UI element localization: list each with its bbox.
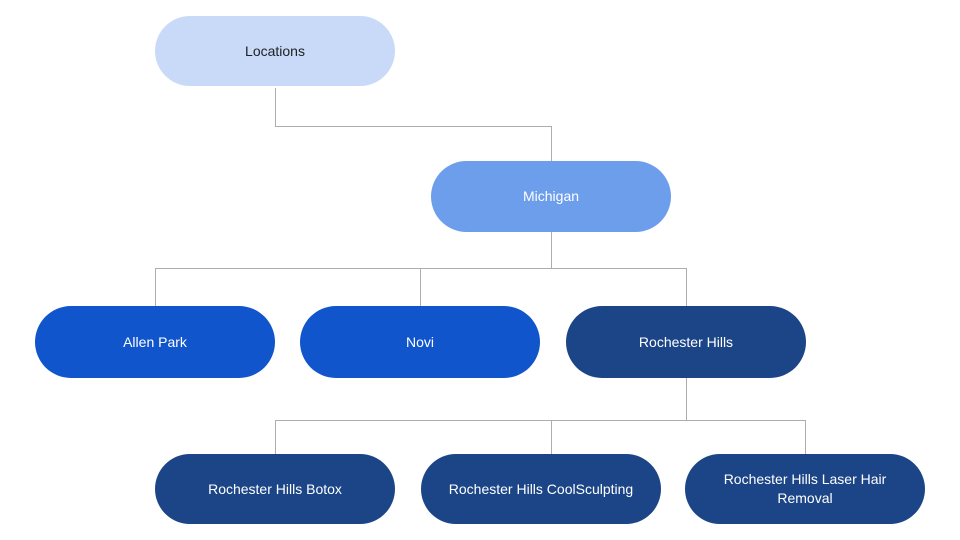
node-label: Allen Park — [123, 333, 187, 350]
node-label: Rochester Hills Botox — [208, 480, 342, 497]
connector-line — [551, 420, 552, 454]
node-label: Michigan — [522, 188, 580, 204]
node-label: Rochester Hills — [638, 333, 734, 350]
node-rochester-hills[interactable]: Rochester Hills — [566, 306, 806, 378]
node-allen-park[interactable]: Allen Park — [35, 306, 275, 378]
connector-line — [155, 268, 156, 306]
node-rochester-hills-coolsculpting[interactable]: Rochester Hills CoolSculpting — [421, 454, 661, 524]
connector-line — [420, 268, 421, 306]
node-label: Novi — [405, 333, 434, 350]
node-novi[interactable]: Novi — [300, 306, 540, 378]
connector-line — [275, 88, 276, 126]
connector-line — [275, 420, 276, 454]
node-locations[interactable]: Locations — [155, 16, 395, 86]
node-label: Rochester Hills Laser Hair Removal — [723, 471, 887, 506]
node-rochester-hills-laser-hair-removal[interactable]: Rochester Hills Laser Hair Removal — [685, 454, 925, 524]
connector-line — [155, 268, 687, 269]
connector-line — [805, 420, 806, 454]
connector-line — [686, 268, 687, 306]
node-michigan[interactable]: Michigan — [431, 161, 671, 232]
node-label: Locations — [245, 42, 305, 59]
connector-line — [551, 232, 552, 268]
node-label: Rochester Hills CoolSculpting — [448, 480, 634, 497]
connector-line — [551, 126, 552, 161]
connector-line — [686, 378, 687, 420]
connector-line — [275, 420, 806, 421]
connector-line — [275, 126, 552, 127]
node-rochester-hills-botox[interactable]: Rochester Hills Botox — [155, 454, 395, 524]
